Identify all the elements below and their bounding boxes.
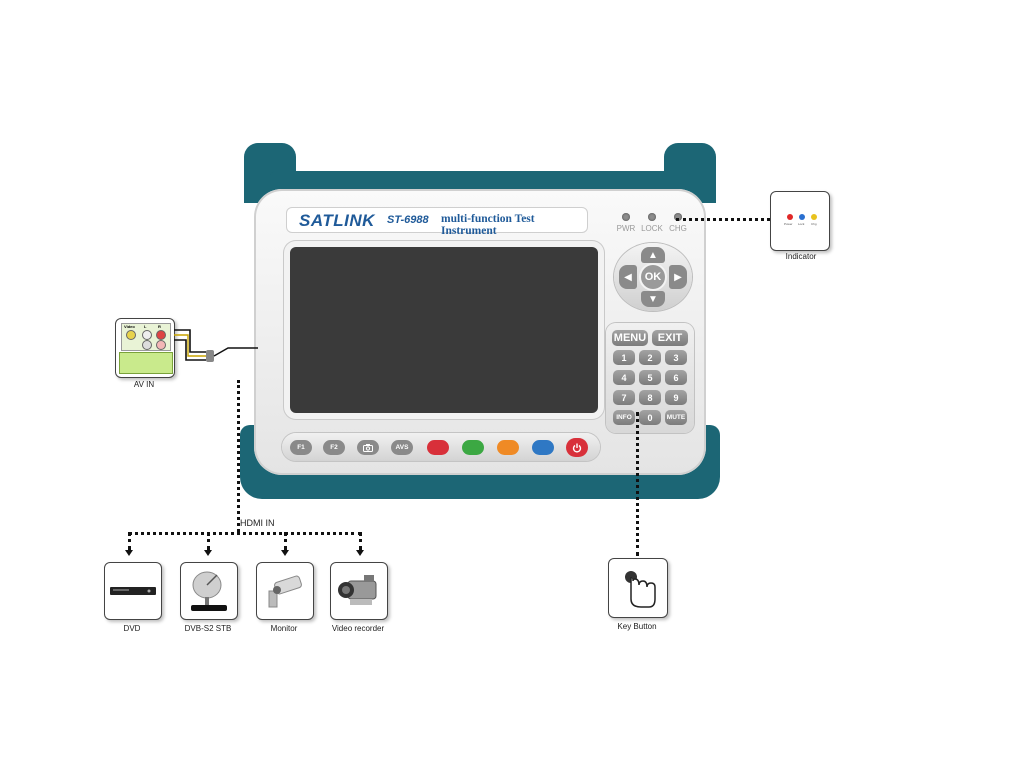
rca-panel: Video L R [121, 323, 171, 351]
avs-key[interactable]: AVS [391, 440, 413, 455]
chg-light [811, 214, 817, 220]
hdmi-connector-vertical [237, 380, 240, 532]
key-8[interactable]: 8 [639, 390, 661, 405]
cctv-camera-icon [263, 573, 307, 611]
test-instrument: SATLINK ST-6988 multi-function Test Inst… [240, 143, 720, 503]
brand-logo: SATLINK [299, 211, 375, 231]
orange-key[interactable] [497, 440, 519, 455]
hand-pointer-icon [617, 565, 661, 611]
pwr-led [622, 213, 630, 221]
monitor-box [256, 562, 314, 620]
key-4[interactable]: 4 [613, 370, 635, 385]
rca-r-label: R [158, 324, 161, 329]
power-key[interactable] [566, 438, 588, 457]
monitor-drop [284, 532, 287, 550]
dvd-player-icon [109, 581, 157, 601]
lcd-screen [290, 247, 598, 413]
camcorder-icon [336, 573, 382, 611]
key-9[interactable]: 9 [665, 390, 687, 405]
av-device-panel [119, 352, 173, 374]
av-cables [172, 326, 262, 372]
power-light-label: Power [784, 222, 793, 226]
key-button-connector [636, 412, 639, 556]
menu-key[interactable]: MENU [612, 330, 648, 346]
key-2[interactable]: 2 [639, 350, 661, 365]
rca-video-label: Video [124, 324, 135, 329]
ok-button[interactable]: OK [641, 265, 665, 289]
exit-key[interactable]: EXIT [652, 330, 688, 346]
hdmi-in-caption: HDMI IN [240, 518, 275, 528]
camera-icon [363, 444, 373, 452]
dvd-caption: DVD [104, 624, 160, 633]
rca-jack-4 [142, 340, 152, 350]
dvd-box [104, 562, 162, 620]
indicator-connector [676, 218, 770, 221]
stb-drop [207, 532, 210, 550]
lock-light-label: Lock [798, 222, 804, 226]
brand-strip: SATLINK ST-6988 multi-function Test Inst… [286, 207, 588, 233]
dvd-drop [128, 532, 131, 550]
key-5[interactable]: 5 [639, 370, 661, 385]
stb-caption: DVB-S2 STB [180, 624, 236, 633]
right-arrow-button[interactable]: ▶ [669, 265, 687, 289]
info-key[interactable]: INFO [613, 410, 635, 425]
tagline: multi-function Test Instrument [441, 213, 587, 237]
monitor-arrow [281, 550, 289, 556]
left-arrow-button[interactable]: ◀ [619, 265, 637, 289]
rca-l-label: L [144, 324, 146, 329]
blue-key[interactable] [532, 440, 554, 455]
stb-arrow [204, 550, 212, 556]
key-6[interactable]: 6 [665, 370, 687, 385]
stb-box [180, 562, 238, 620]
key-1[interactable]: 1 [613, 350, 635, 365]
key-button-box [608, 558, 668, 618]
model-label: ST-6988 [387, 214, 429, 226]
recorder-drop [359, 532, 362, 550]
dvd-arrow [125, 550, 133, 556]
key-button-caption: Key Button [604, 622, 670, 631]
green-key[interactable] [462, 440, 484, 455]
f1-key[interactable]: F1 [290, 440, 312, 455]
indicator-caption: Indicator [770, 252, 832, 261]
hdmi-connector-horizontal [128, 532, 362, 535]
recorder-arrow [356, 550, 364, 556]
rca-red-jack [156, 330, 166, 340]
recorder-caption: Video recorder [325, 624, 391, 633]
av-in-caption: AV IN [115, 380, 173, 389]
satellite-dish-icon [187, 567, 231, 615]
power-icon [572, 443, 582, 453]
key-3[interactable]: 3 [665, 350, 687, 365]
power-light [787, 214, 793, 220]
key-7[interactable]: 7 [613, 390, 635, 405]
rca-jack-5 [156, 340, 166, 350]
indicator-box: Power Lock Chg [770, 191, 830, 251]
rca-white-jack [142, 330, 152, 340]
monitor-caption: Monitor [256, 624, 312, 633]
lock-led [648, 213, 656, 221]
red-key[interactable] [427, 440, 449, 455]
recorder-box [330, 562, 388, 620]
f2-key[interactable]: F2 [323, 440, 345, 455]
mute-key[interactable]: MUTE [665, 410, 687, 425]
lock-light [799, 214, 805, 220]
key-0[interactable]: 0 [639, 410, 661, 425]
camera-key[interactable] [357, 440, 379, 455]
av-in-box: Video L R [115, 318, 175, 378]
up-arrow-button[interactable]: ▲ [641, 247, 665, 263]
chg-label: CHG [663, 224, 693, 233]
chg-light-label: Chg [811, 222, 817, 226]
down-arrow-button[interactable]: ▼ [641, 291, 665, 307]
rca-yellow-jack [126, 330, 136, 340]
